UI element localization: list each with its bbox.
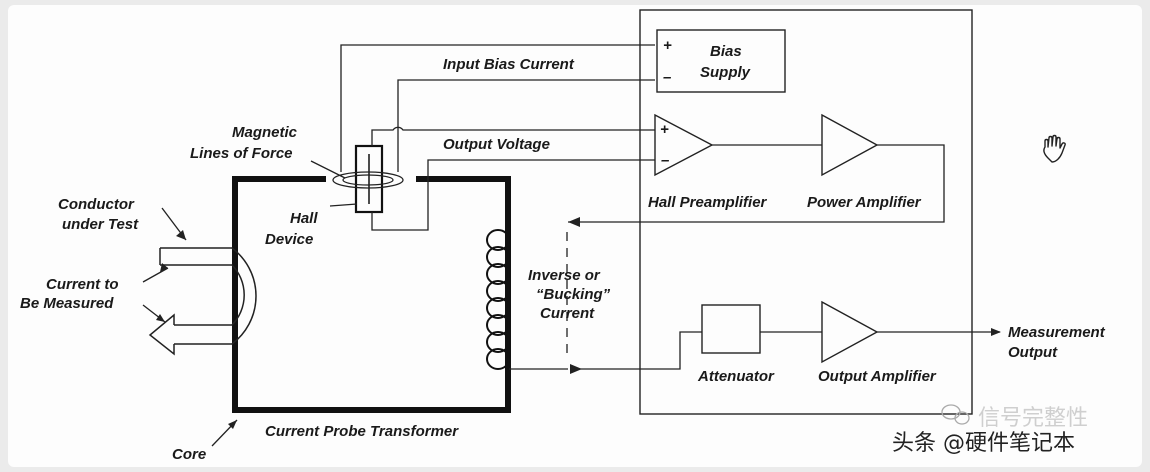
watermark: 信号完整性 头条 @硬件笔记本 xyxy=(892,404,1088,456)
core-label: Core xyxy=(172,446,206,463)
attenuator-box xyxy=(701,304,761,354)
current-label-2: Be Measured xyxy=(20,295,114,312)
conductor-label-1: Conductor xyxy=(58,196,135,213)
current-pointer-in xyxy=(160,263,168,272)
input-bias-current-label: Input Bias Current xyxy=(443,56,575,73)
transformer-label: Current Probe Transformer xyxy=(265,423,459,440)
bias-minus-sign: – xyxy=(663,69,671,86)
return-arrow xyxy=(570,364,582,374)
inverse-label-3: Current xyxy=(540,305,595,322)
preamp-minus-sign: – xyxy=(661,152,669,169)
feedback-arrow xyxy=(568,217,580,227)
wiring xyxy=(340,44,1001,370)
magnetic-label-1: Magnetic xyxy=(232,124,298,141)
output-amplifier-label: Output Amplifier xyxy=(818,368,937,385)
output-voltage-label: Output Voltage xyxy=(443,136,550,153)
conductor-under-test xyxy=(148,247,257,356)
hall-label-2: Device xyxy=(265,231,313,248)
measurement-label-2: Output xyxy=(1008,344,1058,361)
hall-label-1: Hall xyxy=(290,210,318,227)
watermark-behind-text: 信号完整性 xyxy=(978,406,1088,431)
inverse-label-2: “Bucking” xyxy=(536,286,611,303)
leader-lines xyxy=(142,160,358,447)
electronics-enclosure xyxy=(639,9,973,415)
inverse-label-1: Inverse or xyxy=(528,267,601,284)
image-frame xyxy=(8,5,1142,467)
bucking-coil xyxy=(486,222,510,372)
output-amplifier-symbol xyxy=(821,300,879,364)
power-amplifier-label: Power Amplifier xyxy=(807,194,922,211)
hall-preamplifier-symbol xyxy=(654,113,714,177)
attenuator-label: Attenuator xyxy=(697,368,775,385)
core xyxy=(232,176,511,413)
bias-supply-label-2: Supply xyxy=(700,64,751,81)
core-pointer xyxy=(228,420,237,429)
hall-preamplifier-label: Hall Preamplifier xyxy=(648,194,768,211)
power-amplifier-symbol xyxy=(821,113,879,177)
wechat-logo-icon xyxy=(941,404,970,425)
current-label-1: Current to xyxy=(46,276,119,293)
current-pointer-out xyxy=(156,314,165,322)
conductor-pointer xyxy=(176,230,186,240)
hand-cursor-icon xyxy=(1043,134,1066,163)
bias-plus-sign: + xyxy=(663,37,672,54)
magnetic-label-2: Lines of Force xyxy=(190,145,293,162)
measurement-label-1: Measurement xyxy=(1008,324,1106,341)
conductor-label-2: under Test xyxy=(62,216,139,233)
watermark-text: 头条 @硬件笔记本 xyxy=(892,431,1075,456)
hall-device xyxy=(332,144,404,214)
bias-supply-label-1: Bias xyxy=(710,43,742,60)
bias-supply-box xyxy=(656,29,786,93)
preamp-plus-sign: + xyxy=(660,121,669,138)
